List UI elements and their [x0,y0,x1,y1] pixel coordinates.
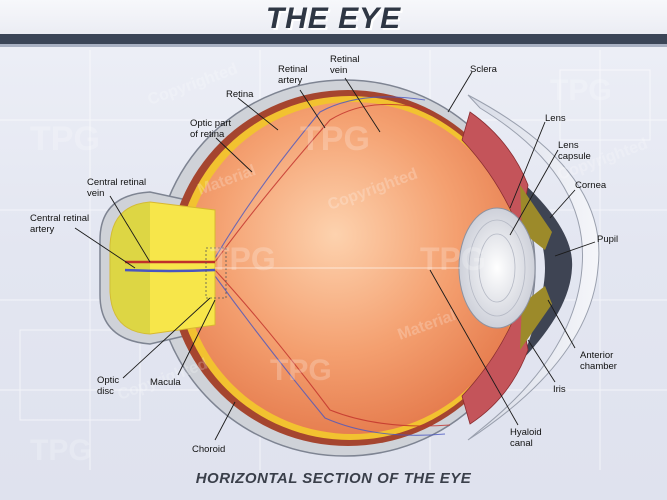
svg-text:TPG: TPG [30,120,100,158]
label-optic-disc: Optic [97,375,119,386]
svg-text:TPG: TPG [420,241,486,277]
label-central-retinal-artery: Central retinal [30,213,89,224]
label-iris: Iris [553,384,566,395]
macula-marker [205,247,227,299]
svg-text:artery: artery [30,224,55,235]
svg-text:artery: artery [278,75,303,86]
label-lens: Lens [545,113,566,124]
cornea [467,94,600,441]
label-cornea: Cornea [575,180,607,191]
svg-text:TPG: TPG [550,74,612,107]
anterior-chamber [520,180,573,360]
svg-text:vein: vein [330,65,347,76]
label-retinal-vein: Retinal [330,54,360,65]
svg-text:TPG: TPG [300,120,370,158]
svg-text:capsule: capsule [558,151,591,162]
svg-text:vein: vein [87,188,104,199]
page-title: THE EYE [265,2,402,35]
svg-text:of retina: of retina [190,129,225,140]
label-anterior-chamber: Anterior [580,350,613,361]
label-optic-part-of-retina: Optic part [190,118,232,129]
label-retinal-artery: Retinal [278,64,308,75]
svg-text:canal: canal [510,438,533,449]
label-lens-capsule: Lens [558,140,579,151]
retinal-vessels [214,103,451,427]
title-rule [0,34,667,44]
svg-text:TPG: TPG [210,241,276,277]
svg-text:TPG: TPG [30,434,92,467]
label-pupil: Pupil [597,234,618,245]
labels: Retinal artery Retinal vein Sclera Retin… [30,54,618,455]
leader-lines [74,71,596,441]
title-rule-light [0,44,667,47]
svg-text:disc: disc [97,386,114,397]
label-central-retinal-vein: Central retinal [87,177,146,188]
svg-text:TPG: TPG [270,354,332,387]
label-retina: Retina [226,89,254,100]
optic-nerve [109,201,216,335]
label-choroid: Choroid [192,444,225,455]
svg-text:Copyrighted: Copyrighted [146,61,240,109]
diagram-subtitle: HORIZONTAL SECTION OF THE EYE [195,470,472,487]
svg-text:chamber: chamber [580,361,617,372]
label-sclera: Sclera [470,64,498,75]
label-macula: Macula [150,377,181,388]
label-hyaloid-canal: Hyaloid [510,427,542,438]
